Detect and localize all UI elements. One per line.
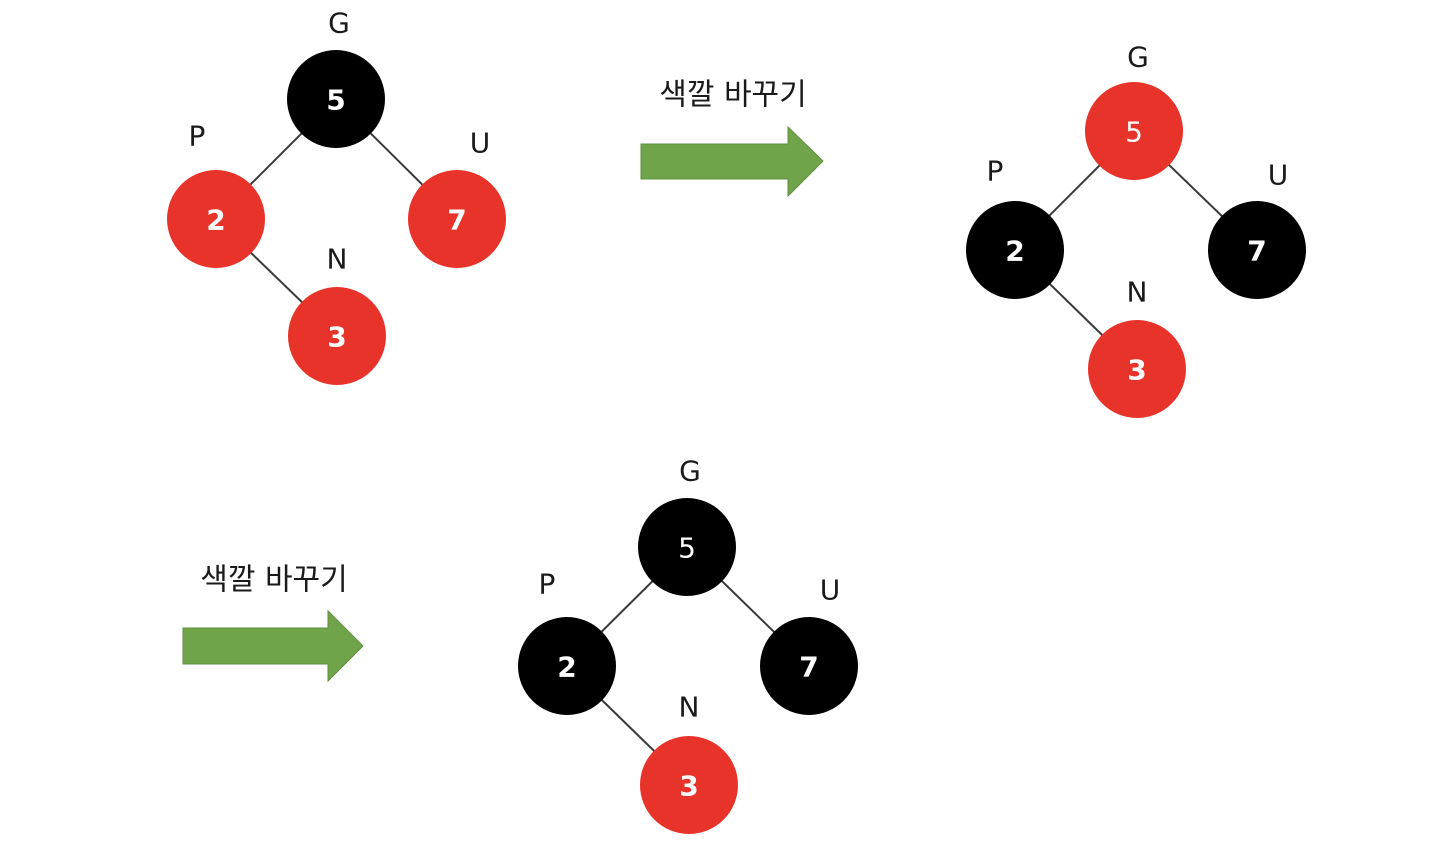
node-g-label: G xyxy=(328,7,350,40)
arrow-1-shape xyxy=(640,125,824,198)
node-n-circle xyxy=(288,287,386,385)
node-p-circle xyxy=(966,201,1064,299)
node-g-circle xyxy=(638,498,736,596)
node-p-label: P xyxy=(987,155,1004,188)
node-n-label: N xyxy=(1127,276,1148,309)
node-n-circle xyxy=(1088,320,1186,418)
node-n-value: 3 xyxy=(1127,354,1146,387)
node-g-label: G xyxy=(679,455,701,488)
node-p-label: P xyxy=(539,568,556,601)
node-p-circle xyxy=(518,617,616,715)
node-g-value: 5 xyxy=(678,532,696,565)
node-n-circle xyxy=(640,736,738,834)
node-p-label: P xyxy=(189,120,206,153)
node-u-label: U xyxy=(1268,159,1289,192)
recolor-arrow-2: 색깔 바꾸기 xyxy=(182,563,364,683)
node-n-value: 3 xyxy=(679,770,698,803)
node-u-value: 7 xyxy=(1247,235,1266,268)
arrow-1-label: 색깔 바꾸기 xyxy=(659,78,807,113)
node-u-label: U xyxy=(820,574,841,607)
node-u-circle xyxy=(408,170,506,268)
node-u-value: 7 xyxy=(447,204,466,237)
arrow-2-shape xyxy=(182,609,364,683)
node-n-value: 3 xyxy=(327,321,346,354)
node-p-circle xyxy=(167,170,265,268)
node-g-value: 5 xyxy=(1125,116,1143,149)
node-g-value: 5 xyxy=(326,84,345,117)
arrow-2-label: 색깔 바꾸기 xyxy=(200,563,348,598)
tree-before: 5 G 2 P 7 U 3 N xyxy=(167,7,506,385)
node-n-label: N xyxy=(327,243,348,276)
node-u-value: 7 xyxy=(799,651,818,684)
node-g-circle xyxy=(1085,82,1183,180)
tree-root-recolored: 5 G 2 P 7 U 3 N xyxy=(518,455,858,834)
recolor-arrow-1: 색깔 바꾸기 xyxy=(640,78,824,198)
node-u-circle xyxy=(1208,201,1306,299)
node-n-label: N xyxy=(679,691,700,724)
node-p-value: 2 xyxy=(1005,235,1024,268)
node-p-value: 2 xyxy=(206,204,225,237)
node-p-value: 2 xyxy=(557,651,576,684)
node-g-label: G xyxy=(1127,41,1149,74)
tree-recolored: 5 G 2 P 7 U 3 N xyxy=(966,41,1306,418)
node-u-circle xyxy=(760,617,858,715)
node-g-circle xyxy=(287,50,385,148)
node-u-label: U xyxy=(470,127,491,160)
